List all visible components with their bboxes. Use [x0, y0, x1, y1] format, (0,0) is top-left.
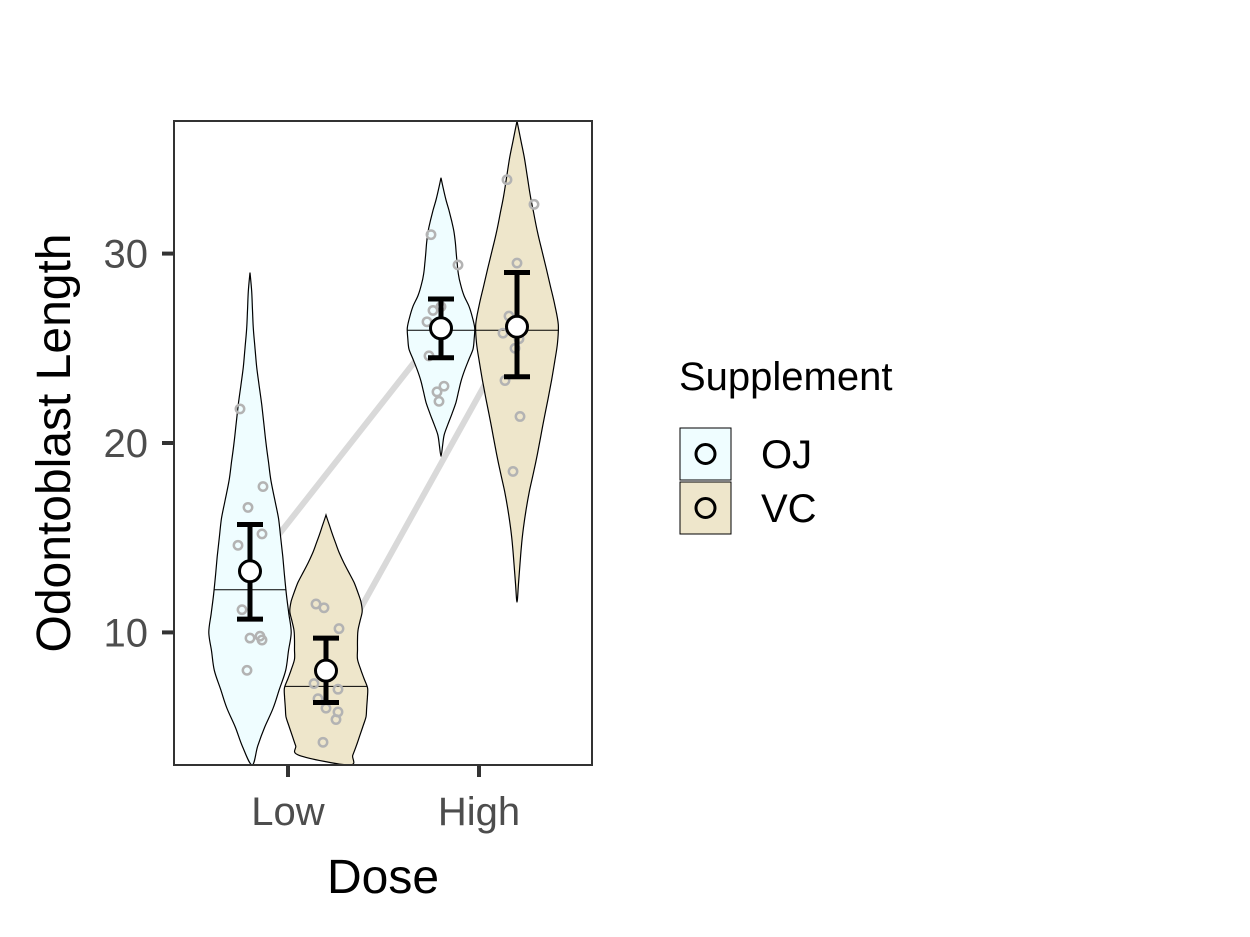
data-point [317, 736, 329, 748]
plot-content [208, 121, 560, 765]
data-point [332, 683, 344, 695]
mean-point-oj-high [429, 316, 453, 341]
y-tick-label: 10 [104, 611, 149, 655]
data-point [452, 259, 464, 271]
y-axis-title: Odontoblast Length [28, 234, 81, 653]
plot-area [208, 121, 560, 765]
violin-oj-low [208, 272, 292, 765]
mean-connector-oj [247, 325, 444, 575]
legend-key-symbol [694, 497, 717, 519]
mean-point-oj-low [238, 559, 262, 584]
data-point [528, 198, 540, 210]
data-point [308, 678, 320, 690]
legend-key-symbol [694, 443, 717, 465]
data-point [438, 380, 450, 392]
data-point [330, 714, 342, 725]
data-point [244, 632, 256, 644]
data-point [433, 395, 445, 407]
data-point [514, 411, 526, 422]
data-point [256, 528, 268, 540]
data-point [318, 602, 330, 614]
data-point [254, 630, 266, 642]
data-point [242, 501, 254, 513]
data-point [234, 403, 246, 415]
mean-point-vc-high [505, 314, 529, 339]
data-point [507, 465, 519, 477]
y-tick-label: 20 [104, 422, 149, 466]
data-point [501, 174, 513, 186]
data-point [431, 386, 443, 398]
legend-key-vc [679, 481, 732, 535]
data-point [236, 604, 248, 616]
legend-key-oj [679, 427, 732, 481]
legend-title: Supplement [679, 355, 892, 399]
mean-point-vc-low [314, 658, 338, 683]
x-tick-label-high: High [438, 790, 520, 834]
legend: Supplement OJ VC [679, 355, 892, 535]
data-point [257, 481, 269, 493]
data-point [241, 664, 253, 676]
legend-label-vc: VC [761, 487, 817, 531]
legend-label-oj: OJ [761, 433, 812, 477]
y-tick-label: 30 [104, 233, 149, 277]
data-point [427, 304, 439, 316]
data-point [333, 623, 345, 635]
data-point [511, 257, 523, 269]
data-point [232, 539, 244, 551]
x-axis-title: Dose [327, 851, 439, 904]
x-tick-label-low: Low [251, 790, 324, 834]
data-point [425, 229, 437, 241]
